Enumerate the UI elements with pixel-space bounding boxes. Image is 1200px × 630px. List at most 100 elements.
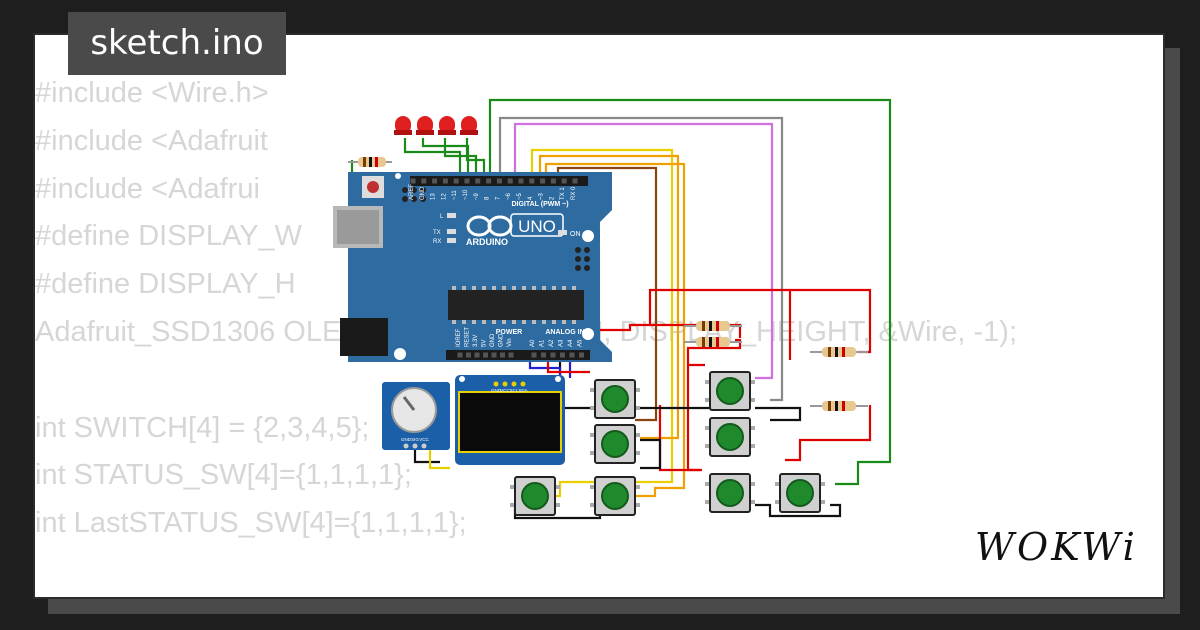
power-pin bbox=[491, 352, 497, 358]
arduino-uno-board: UNO ARDUINO DIGITAL (PWM ~) POWER ANALOG… bbox=[333, 172, 612, 362]
digital-pin-label: AREF bbox=[409, 184, 415, 200]
pushbutton[interactable] bbox=[590, 379, 640, 419]
code-line: #include <Adafrui bbox=[35, 172, 260, 205]
power-pin bbox=[466, 352, 471, 358]
power-jack bbox=[340, 318, 388, 356]
pushbutton[interactable] bbox=[590, 476, 640, 516]
module-pin-label: VCC bbox=[419, 437, 429, 442]
module-pin bbox=[493, 381, 499, 387]
module-pin bbox=[511, 381, 517, 387]
pushbutton[interactable] bbox=[705, 417, 755, 457]
wire bbox=[648, 288, 792, 360]
wire bbox=[785, 405, 872, 462]
digital-pin-label: RX 0 bbox=[571, 186, 577, 200]
power-pin bbox=[508, 352, 514, 358]
code-line: int LastSTATUS_SW[4]={1,1,1,1}; bbox=[35, 507, 467, 540]
wire bbox=[465, 138, 486, 178]
power-pin-label: IOREF bbox=[456, 328, 462, 347]
wire bbox=[686, 338, 742, 367]
digital-pin bbox=[529, 178, 535, 184]
module-pin bbox=[403, 443, 409, 449]
power-pin bbox=[474, 352, 480, 358]
wire bbox=[686, 365, 702, 472]
wire bbox=[790, 288, 872, 354]
digital-pin bbox=[496, 178, 502, 184]
power-pin-label: GND bbox=[499, 333, 505, 347]
led-label-tx: TX bbox=[433, 230, 441, 236]
power-pin-label: RESET bbox=[465, 327, 471, 347]
analog-pin-label: A5 bbox=[578, 339, 584, 347]
led bbox=[394, 116, 412, 135]
atmega-chip bbox=[448, 290, 584, 320]
analog-pin bbox=[541, 352, 546, 358]
digital-pin bbox=[453, 178, 459, 184]
digital-pin-label: 13 bbox=[431, 193, 437, 200]
digital-pin bbox=[442, 178, 448, 184]
resistor bbox=[810, 347, 868, 357]
digital-pin bbox=[540, 178, 546, 184]
code-line: #define DISPLAY_W bbox=[35, 220, 303, 253]
led-label-rx: RX bbox=[433, 239, 441, 245]
wire bbox=[640, 438, 662, 470]
board-brand: ARDUINO bbox=[466, 237, 508, 247]
digital-pin bbox=[475, 178, 481, 184]
pushbutton[interactable] bbox=[775, 473, 825, 513]
resistor bbox=[684, 337, 742, 347]
analog-label: ANALOG IN bbox=[545, 329, 584, 336]
pushbutton-group bbox=[510, 371, 825, 516]
digital-pin bbox=[464, 178, 470, 184]
digital-pin bbox=[572, 178, 578, 184]
module-pin-label: GND bbox=[491, 388, 502, 393]
analog-pin bbox=[560, 352, 565, 358]
module-pin-label: SDA bbox=[518, 388, 527, 393]
digital-pin bbox=[507, 178, 513, 184]
digital-pin bbox=[432, 178, 438, 184]
code-line: Adafruit_SSD1306 OLED(DISPLAY_WIDTH, DIS… bbox=[35, 315, 1018, 348]
wire bbox=[413, 448, 440, 464]
analog-header bbox=[446, 350, 590, 360]
power-pin bbox=[457, 352, 463, 358]
file-title-tab[interactable]: sketch.ino bbox=[68, 12, 286, 75]
pushbutton[interactable] bbox=[705, 473, 755, 513]
wire bbox=[513, 122, 774, 380]
resistor bbox=[348, 157, 392, 167]
digital-pin-label: 7 bbox=[495, 196, 501, 200]
led-label-l: L bbox=[440, 214, 444, 220]
digital-pin bbox=[486, 178, 492, 184]
wire bbox=[443, 138, 478, 178]
digital-pin-label: 8 bbox=[485, 196, 491, 200]
code-line: #include <Wire.h> bbox=[35, 77, 269, 109]
wire bbox=[544, 162, 686, 498]
digital-pin bbox=[421, 178, 427, 184]
power-pin bbox=[483, 352, 488, 358]
wire bbox=[530, 148, 674, 498]
wires bbox=[350, 98, 892, 520]
resistor-group bbox=[684, 321, 868, 411]
digital-pin-label: TX 1 bbox=[560, 187, 566, 200]
digital-pin-label: GND bbox=[420, 186, 426, 200]
module-pin-label: SCL bbox=[510, 388, 519, 393]
code-line: int STATUS_SW[4]={1,1,1,1}; bbox=[35, 459, 412, 492]
pushbutton[interactable] bbox=[590, 424, 640, 464]
module-pin bbox=[421, 443, 427, 449]
led bbox=[438, 116, 456, 135]
power-pin-label: Vin bbox=[507, 338, 513, 347]
code-line: #include <Adafruit bbox=[35, 124, 268, 157]
digital-pin-label: 12 bbox=[441, 193, 447, 200]
module-pin-label: GND bbox=[401, 437, 412, 442]
wire bbox=[755, 406, 802, 422]
mounting-hole bbox=[582, 230, 594, 242]
mounting-hole bbox=[395, 173, 401, 179]
code-line: #define DISPLAY_H bbox=[35, 268, 296, 301]
analog-pin bbox=[579, 352, 584, 358]
led-group bbox=[394, 116, 478, 135]
pushbutton[interactable] bbox=[510, 476, 560, 516]
wire bbox=[403, 138, 462, 178]
pushbutton[interactable] bbox=[705, 371, 755, 411]
digital-pin-label: 4 bbox=[528, 196, 534, 200]
power-pin-label: 3.3V bbox=[473, 335, 479, 347]
analog-pin bbox=[569, 352, 575, 358]
wire bbox=[556, 166, 658, 422]
